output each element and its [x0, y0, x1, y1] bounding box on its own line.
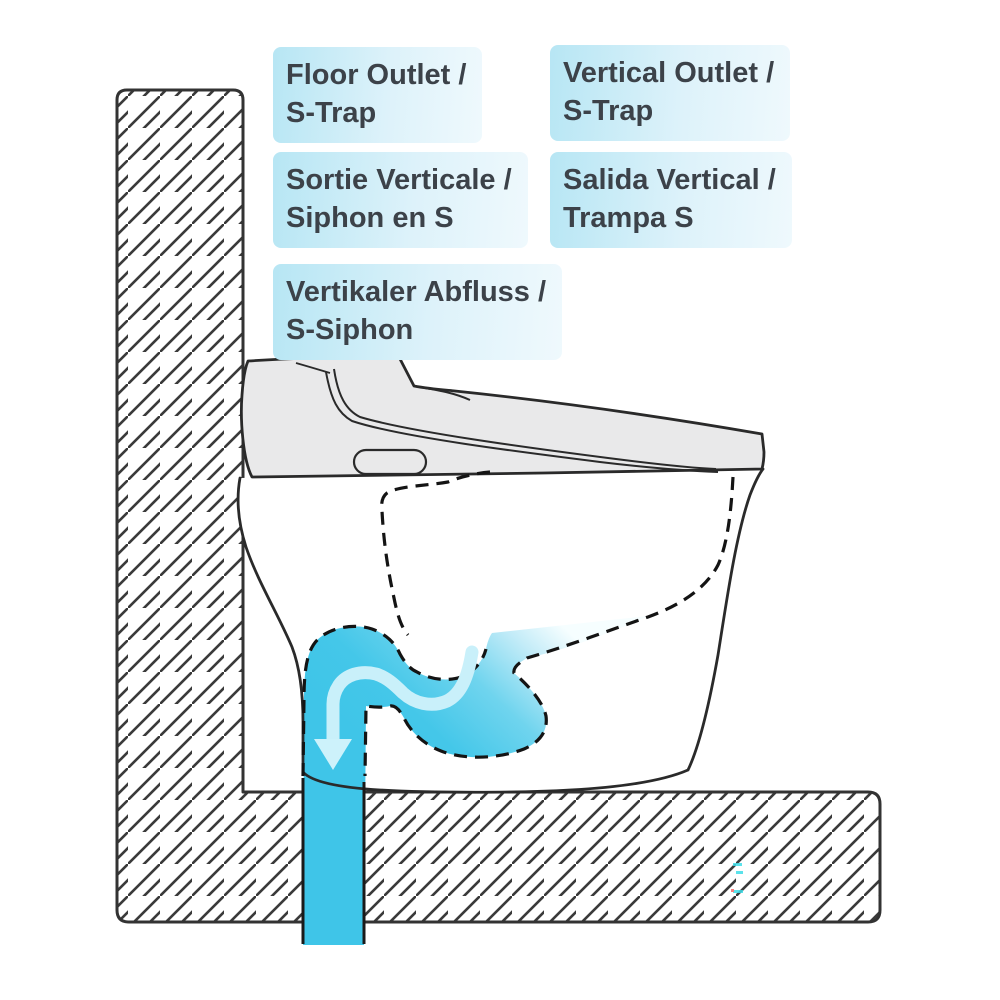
label-salida-vertical-es: Salida Vertical / Trampa S [550, 152, 792, 248]
label-line: Trampa S [563, 202, 694, 234]
inner-bowl-dashed-right-and-trap [363, 476, 735, 777]
label-line: Vertical Outlet / [563, 57, 775, 89]
toilet-tank-lid [240, 349, 766, 479]
toilet-bowl-body [238, 469, 763, 793]
label-line: Floor Outlet / [286, 59, 467, 91]
label-line: S-Trap [563, 95, 654, 127]
label-line: Siphon en S [286, 202, 454, 234]
label-floor-outlet-en: Floor Outlet / S-Trap [273, 47, 483, 143]
watermark-artifact [731, 863, 743, 893]
label-line: Vertikaler Abfluss / [286, 276, 547, 308]
lid-seam-line [325, 371, 719, 473]
lid-seam-line-2 [333, 368, 717, 470]
wall-and-floor-hatched-section [115, 88, 882, 924]
rear-flap-underline [413, 385, 471, 401]
label-vertikaler-abfluss-de: Vertikaler Abfluss / S-Siphon [273, 264, 563, 360]
label-line: S-Trap [286, 97, 377, 129]
inner-bowl-dashed-left [380, 470, 491, 637]
drain-pipe [301, 778, 366, 944]
label-vertical-outlet-en: Vertical Outlet / S-Trap [550, 45, 791, 141]
lid-top-inner-line [295, 362, 331, 374]
toilet-bowl-outline [236, 467, 765, 794]
label-sortie-verticale-fr: Sortie Verticale / Siphon en S [273, 152, 528, 248]
label-line: Sortie Verticale / [286, 164, 512, 196]
flow-direction-down-arrow-icon [314, 645, 479, 770]
label-line: S-Siphon [286, 314, 414, 346]
side-vent [352, 448, 428, 476]
label-line: Salida Vertical / [563, 164, 776, 196]
water-flow [303, 616, 648, 945]
